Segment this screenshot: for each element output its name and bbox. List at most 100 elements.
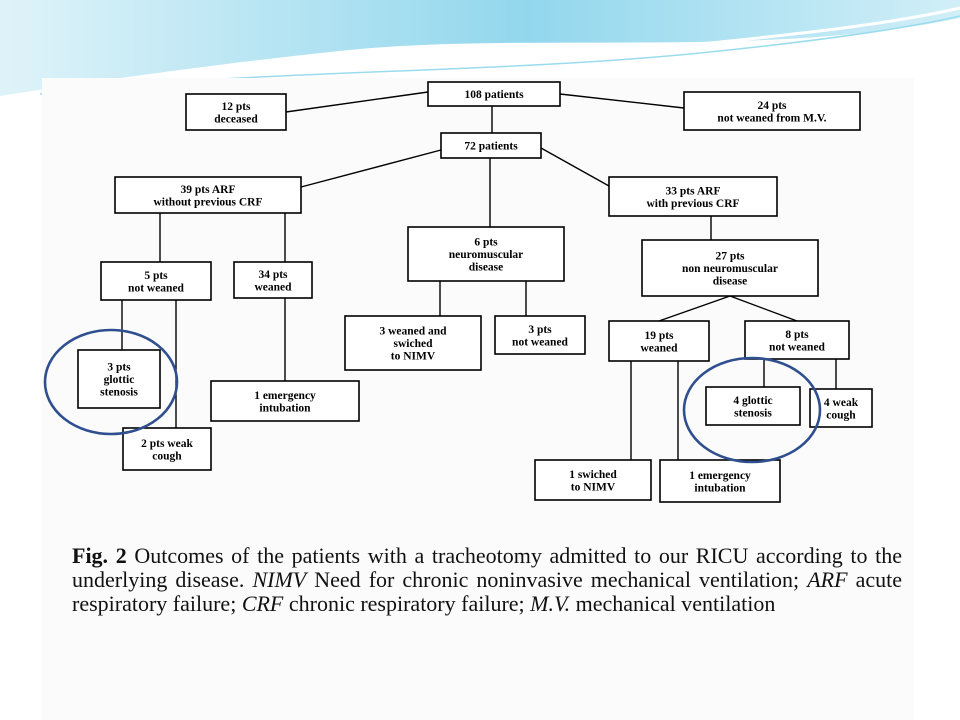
flow-box-frame (494, 315, 586, 355)
flow-box-label: 24 pts (757, 100, 787, 112)
flow-box-label: disease (469, 262, 504, 274)
flow-box-frame (641, 239, 819, 297)
flow-box-label: 1 emergency (254, 390, 316, 402)
flow-box-label: swiched (394, 338, 434, 350)
flow-box-label: stenosis (100, 387, 138, 399)
flow-box-label: weaned (254, 281, 292, 293)
flow-box-label: cough (826, 409, 856, 421)
flow-box-n108: 108 patients (427, 81, 561, 107)
flow-box-label: 1 swiched (569, 469, 617, 481)
caption-segment: Need for chronic noninvasive mechanical … (306, 567, 808, 592)
flow-box-frame (122, 427, 212, 471)
flow-box-label: 72 patients (464, 141, 518, 153)
flow-box-label: disease (713, 276, 748, 288)
flow-box-frame (100, 261, 212, 301)
flow-box-label: not weaned (128, 282, 185, 294)
flow-box-label: cough (152, 450, 182, 462)
flow-box-label: 2 pts weak (141, 438, 193, 450)
flow-box-frame (440, 132, 542, 159)
flow-box-label: not weaned (512, 336, 569, 348)
flow-box-frame (233, 261, 313, 299)
flow-box-label: 19 pts (644, 330, 674, 342)
flow-box-frame (185, 93, 287, 131)
figure-caption: Fig. 2 Outcomes of the patients with a t… (72, 544, 902, 616)
caption-abbreviation: ARF (807, 567, 848, 592)
flow-box-label: to NIMV (391, 351, 436, 363)
flow-box-label: 1 emergency (689, 470, 751, 482)
flow-box-label: intubation (694, 482, 746, 494)
flow-box-label: with previous CRF (646, 198, 739, 210)
flowchart-connectors (121, 91, 837, 460)
flow-box-frame (608, 176, 778, 217)
flow-box-frame (705, 386, 801, 426)
flow-box-label: not weaned (769, 341, 826, 353)
flow-box-label: 39 pts ARF (181, 184, 236, 196)
highlight-circle (682, 356, 822, 464)
flow-box-label: 3 pts (528, 324, 552, 336)
flow-box-frame (77, 349, 161, 409)
flow-box-label: 5 pts (144, 270, 168, 282)
highlight-circles (43, 328, 822, 464)
flow-box-label: 4 glottic (733, 395, 772, 407)
flow-box-label: 6 pts (474, 237, 498, 249)
flow-box-frame (407, 226, 565, 282)
connector-line (559, 93, 685, 109)
flow-box-label: 34 pts (258, 269, 288, 281)
connector-line (300, 149, 442, 188)
flow-box-label: deceased (214, 113, 258, 125)
caption-segment: Outcomes of the patients with a tracheot… (72, 543, 902, 592)
flow-box-frame (659, 459, 781, 503)
connector-line (540, 147, 610, 187)
flow-box-label: non neuromuscular (682, 263, 778, 275)
connector-line (285, 91, 429, 113)
flow-box-label: stenosis (734, 407, 772, 419)
caption-abbreviation: NIMV (252, 567, 307, 592)
flow-box-label: 3 pts (107, 362, 131, 374)
flow-box-frame (683, 91, 861, 131)
flow-box-frame (344, 315, 482, 371)
flow-box-label: neuromuscular (449, 249, 524, 261)
flow-box-frame (534, 459, 652, 501)
caption-segment: chronic respiratory failure; (283, 591, 531, 616)
flow-box-label: intubation (259, 402, 311, 414)
flow-box-label: 4 weak (824, 397, 859, 409)
flow-box-frame (210, 380, 360, 422)
flow-box-frame (114, 176, 302, 214)
caption-abbreviation: CRF (241, 591, 284, 616)
highlight-circle (43, 328, 179, 436)
flow-box-label: glottic (104, 374, 135, 386)
flow-box-label: without previous CRF (153, 196, 262, 208)
flow-box-n72: 72 patients (440, 132, 542, 159)
connector-line (729, 295, 798, 322)
flow-box-frame (608, 320, 710, 362)
flow-box-frame (427, 81, 561, 107)
flow-box-frame (744, 320, 850, 360)
caption-segment: mechanical ventilation (570, 591, 776, 616)
flow-box-label: 27 pts (715, 251, 745, 263)
caption-fig-label: Fig. 2 (72, 543, 127, 568)
connector-line (658, 295, 731, 322)
caption-text: Outcomes of the patients with a tracheot… (72, 543, 902, 616)
flow-box-label: 3 weaned and (379, 326, 447, 338)
flow-box-label: 33 pts ARF (666, 185, 721, 197)
